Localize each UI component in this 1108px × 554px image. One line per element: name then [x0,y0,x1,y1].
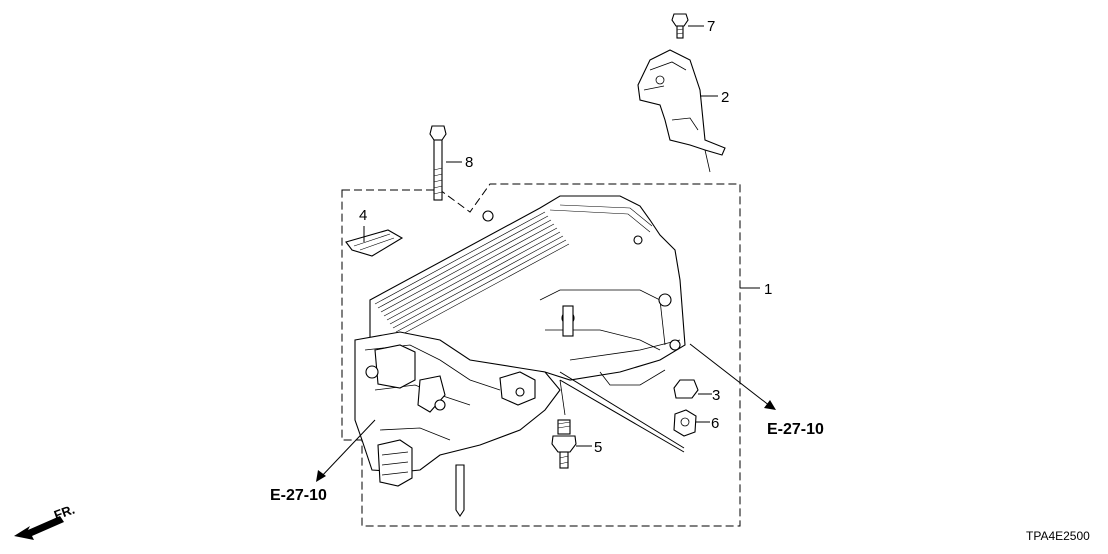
assembly-boundary [341,183,741,527]
stud-5[interactable] [551,419,577,469]
reference-right[interactable]: E-27-10 [767,421,824,438]
callout-6: 6 [711,415,719,432]
front-arrow-icon [14,516,64,540]
bolt-8[interactable] [429,125,447,201]
leader-lines [319,25,771,479]
callout-7: 7 [707,18,715,35]
callout-5: 5 [594,439,602,456]
bolt-7[interactable] [671,13,689,39]
reference-left[interactable]: E-27-10 [270,487,327,504]
label-sheet-4[interactable] [345,229,404,257]
callout-2: 2 [721,89,729,106]
diagram-code: TPA4E2500 [1026,529,1090,543]
arrowhead-right [764,400,776,410]
nut-6[interactable] [673,409,697,437]
front-marker: FR. [52,502,77,523]
callout-1: 1 [764,281,772,298]
callout-4: 4 [359,207,367,224]
arrowhead-left [316,470,326,482]
callout-3: 3 [712,387,720,404]
callout-8: 8 [465,154,473,171]
inverter-unit[interactable] [354,195,686,517]
bracket-part[interactable] [637,49,726,173]
cap-3[interactable] [673,379,699,399]
